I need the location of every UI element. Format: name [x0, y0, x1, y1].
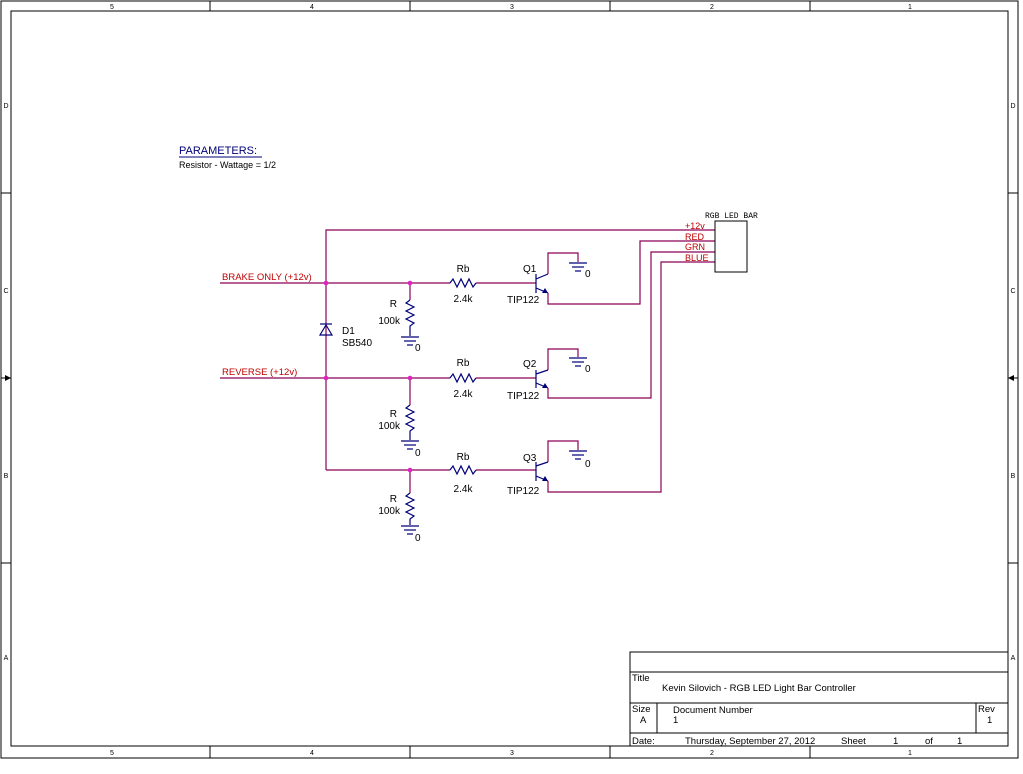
resistor-rb-2: Rb 2.4k: [449, 358, 477, 400]
docnum-value: 1: [673, 715, 678, 726]
resistor-ref: R: [390, 409, 397, 420]
diode-ref: D1: [342, 326, 355, 337]
resistor-r-2: R 100k 0: [378, 404, 421, 459]
resistor-ref: R: [390, 299, 397, 310]
transistor-part: TIP122: [507, 486, 540, 497]
resistor-value: 2.4k: [454, 389, 474, 400]
resistor-r-3: R 100k 0: [378, 492, 421, 544]
border-row-label: D: [1010, 103, 1015, 110]
resistor-rb-1: Rb 2.4k: [449, 264, 477, 305]
transistor-part: TIP122: [507, 295, 540, 306]
border-col-label: 3: [510, 4, 514, 11]
transistor-q1: Q1 TIP122 0: [507, 262, 591, 306]
border-col-label: 5: [110, 750, 114, 757]
net-label-brake: BRAKE ONLY (+12v): [222, 272, 312, 283]
date-value: Thursday, September 27, 2012: [685, 736, 815, 747]
border-col-label: 5: [110, 4, 114, 11]
border-col-label: 1: [908, 750, 912, 757]
ground-icon: [401, 440, 419, 450]
rev-value: 1: [987, 715, 992, 726]
size-value: A: [640, 715, 647, 726]
of-value: 1: [957, 736, 962, 747]
net-label-reverse: REVERSE (+12v): [222, 367, 297, 378]
resistor-value: 100k: [378, 421, 401, 432]
resistor-ref: Rb: [457, 264, 470, 275]
border-row-label: C: [1010, 288, 1015, 295]
of-label: of: [925, 736, 933, 747]
resistor-rb-3: Rb 2.4k: [449, 452, 477, 495]
parameters-heading: PARAMETERS:: [179, 145, 257, 157]
border-row-label: A: [4, 655, 9, 662]
border-row-label: A: [1011, 655, 1016, 662]
transistor-ref: Q3: [523, 453, 537, 464]
connector-title: RGB LED BAR: [705, 212, 758, 221]
ground-icon: [569, 450, 587, 460]
resistor-value: 100k: [378, 506, 401, 517]
border-col-label: 2: [710, 4, 714, 11]
title-label: Title: [632, 673, 650, 684]
resistor-ref: R: [390, 494, 397, 505]
ground-label: 0: [415, 448, 421, 459]
transistor-part: TIP122: [507, 391, 540, 402]
transistor-ref: Q2: [523, 359, 537, 370]
resistor-value: 100k: [378, 316, 401, 327]
border-row-label: C: [3, 288, 8, 295]
junctions: [323, 280, 413, 473]
docnum-label: Document Number: [673, 705, 753, 716]
border-row-label: B: [4, 473, 9, 480]
ground-label: 0: [415, 533, 421, 544]
ground-icon: [401, 525, 419, 535]
border-col-label: 2: [710, 750, 714, 757]
border-col-label: 1: [908, 4, 912, 11]
date-label: Date:: [632, 736, 655, 747]
parameters-block: PARAMETERS: Resistor - Wattage = 1/2: [179, 145, 276, 170]
border-col-label: 4: [310, 750, 314, 757]
connector-pin-label: BLUE: [685, 253, 709, 263]
border-col-label: 4: [310, 4, 314, 11]
diode-value: SB540: [342, 338, 372, 349]
sheet-value: 1: [893, 736, 898, 747]
title-value: Kevin Silovich - RGB LED Light Bar Contr…: [662, 683, 856, 694]
title-block: Title Kevin Silovich - RGB LED Light Bar…: [629, 651, 1009, 747]
connector-rgb-led-bar: RGB LED BAR +12v RED GRN BLUE: [685, 212, 758, 273]
sheet-label: Sheet: [841, 736, 866, 747]
sheet-border: 5 4 3 2 1 5 4 3 2 1 D C B A D C B A: [0, 0, 1019, 759]
transistor-q2: Q2 TIP122 0: [507, 357, 591, 402]
connector-pin-label: GRN: [685, 242, 705, 252]
resistor-value: 2.4k: [454, 294, 474, 305]
ground-label: 0: [585, 269, 591, 280]
ground-label: 0: [585, 364, 591, 375]
resistor-ref: Rb: [457, 452, 470, 463]
ground-icon: [569, 357, 587, 367]
transistor-q3: Q3 TIP122 0: [507, 450, 591, 497]
resistor-value: 2.4k: [454, 484, 474, 495]
transistor-ref: Q1: [523, 264, 537, 275]
connector-pin-label: +12v: [685, 221, 705, 231]
connector-pin-label: RED: [685, 232, 705, 242]
border-col-label: 3: [510, 750, 514, 757]
resistor-ref: Rb: [457, 358, 470, 369]
rev-label: Rev: [978, 704, 995, 715]
ground-label: 0: [415, 343, 421, 354]
border-row-label: B: [1011, 473, 1016, 480]
border-row-label: D: [3, 103, 8, 110]
ground-label: 0: [585, 459, 591, 470]
size-label: Size: [632, 704, 650, 715]
ground-icon: [401, 336, 419, 346]
diode-d1: D1 SB540: [318, 323, 372, 349]
parameters-line: Resistor - Wattage = 1/2: [179, 160, 276, 170]
resistor-r-1: R 100k 0: [378, 299, 421, 354]
ground-icon: [569, 262, 587, 272]
